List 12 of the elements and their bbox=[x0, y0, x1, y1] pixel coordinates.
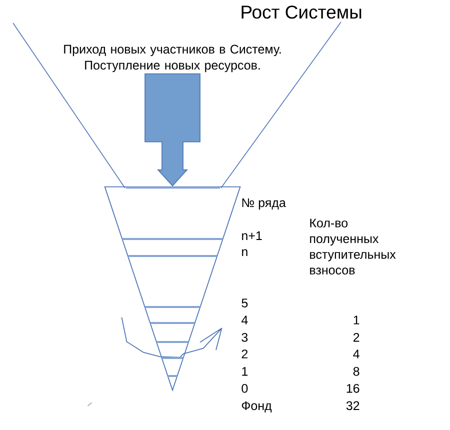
arrow-caption: Приход новых участников в Систему. Поступление новых ресурсов. bbox=[64, 44, 281, 72]
block-arrow bbox=[144, 73, 200, 186]
count-value: 1 bbox=[354, 316, 360, 324]
count-value: 8 bbox=[353, 366, 360, 376]
count-value: 4 bbox=[353, 350, 360, 358]
count-value: 32 bbox=[346, 401, 360, 410]
title: Рост Системы bbox=[242, 6, 362, 19]
column-heading: Кол-во полученных вступительных взносов bbox=[310, 218, 396, 275]
row-label: Фонд bbox=[242, 401, 272, 412]
count-value: 16 bbox=[346, 384, 360, 393]
row-label: 0 bbox=[242, 384, 248, 393]
count-value: 2 bbox=[353, 332, 360, 342]
